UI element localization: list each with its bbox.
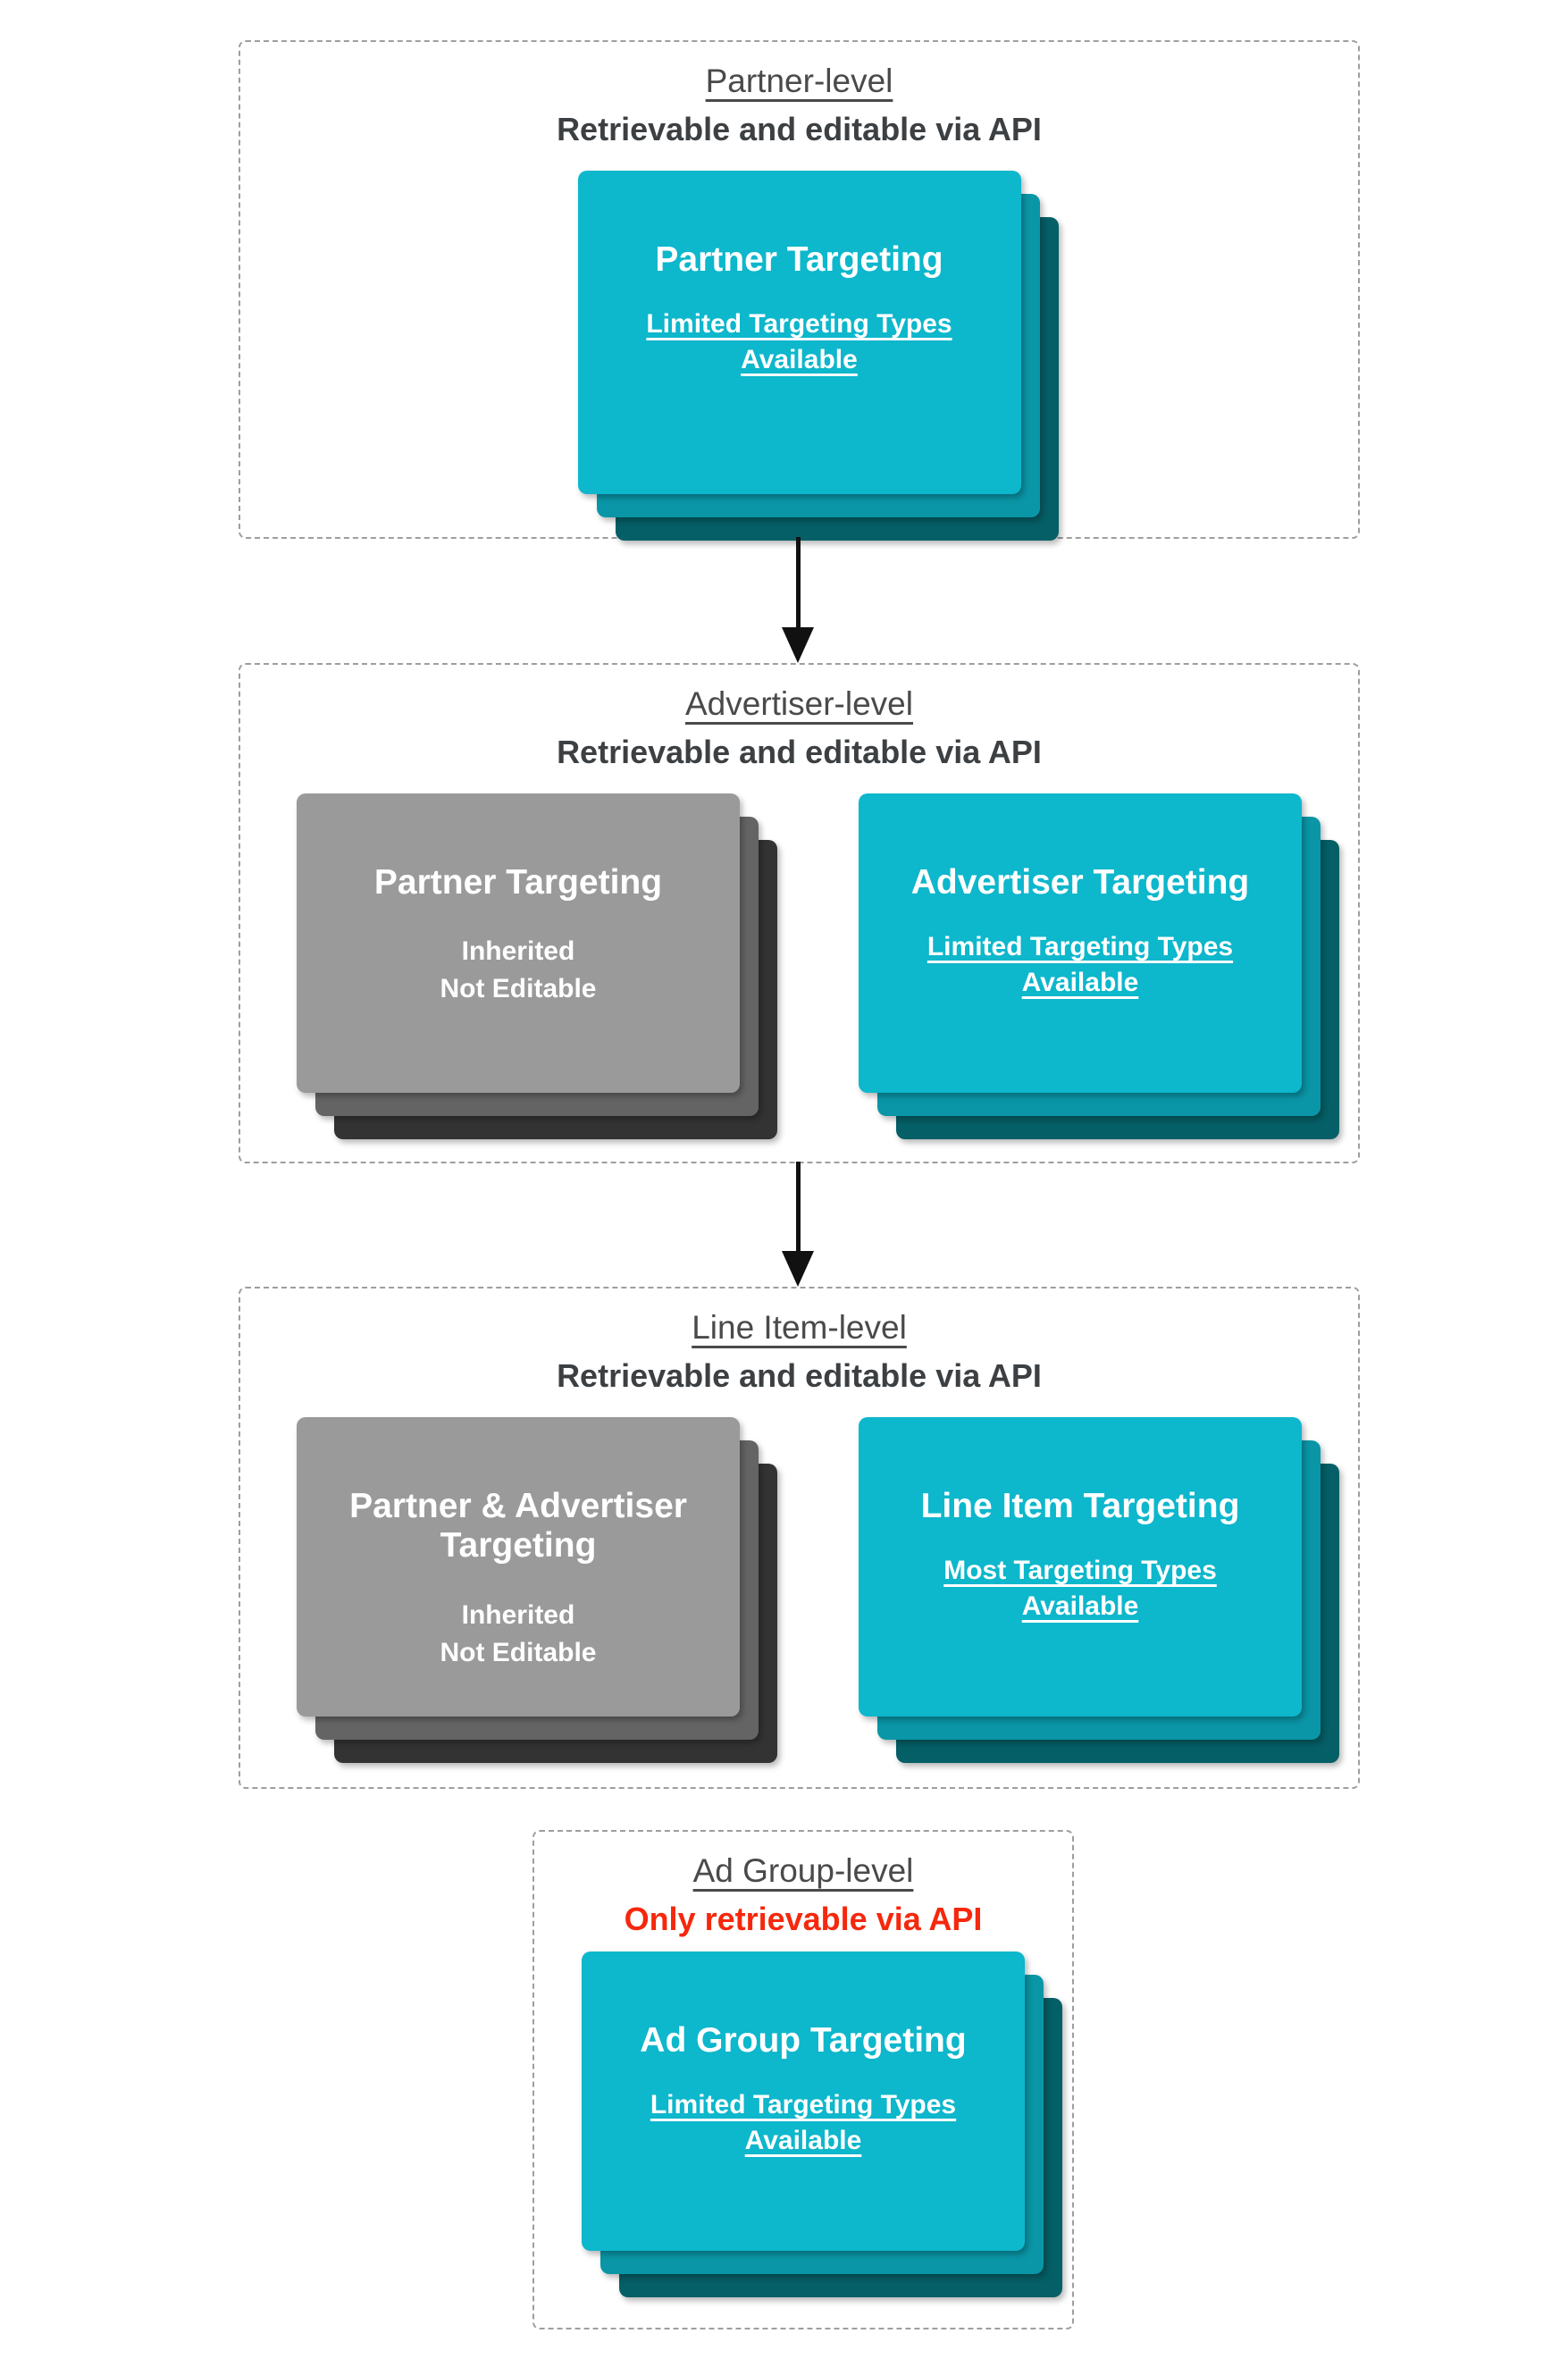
- section-title: Ad Group-level: [692, 1852, 914, 1889]
- card-title: Partner Targeting: [655, 239, 943, 279]
- card-subtext-line: Available: [1021, 1591, 1139, 1622]
- inherited-partner-targeting-card: Partner Targeting Inherited Not Editable: [297, 793, 777, 1139]
- card-subtext-line: Limited Targeting Types: [650, 2090, 957, 2120]
- section-subtitle: Only retrievable via API: [624, 1901, 983, 1938]
- cards-row: Partner Targeting Limited Targeting Type…: [240, 170, 1358, 541]
- card-subtext: Most Targeting Types Available: [943, 1553, 1217, 1624]
- ad-group-targeting-card: Ad Group Targeting Limited Targeting Typ…: [582, 1951, 1062, 2297]
- ad-group-level-section: Ad Group-level Only retrievable via API …: [532, 1830, 1074, 2329]
- down-arrow-icon: [782, 537, 814, 663]
- arrow-line: [795, 1162, 801, 1251]
- down-arrow-icon: [782, 1162, 814, 1287]
- card-subtext-line: Not Editable: [440, 1638, 597, 1668]
- card-title: Ad Group Targeting: [640, 2020, 967, 2060]
- card-front: Ad Group Targeting Limited Targeting Typ…: [582, 1951, 1025, 2251]
- section-subtitle: Retrievable and editable via API: [557, 734, 1042, 771]
- section-title: Advertiser-level: [685, 685, 913, 722]
- card-subtext-line: Limited Targeting Types: [927, 932, 1234, 962]
- cards-row: Ad Group Targeting Limited Targeting Typ…: [534, 1951, 1072, 2297]
- card-title: Line Item Targeting: [920, 1486, 1240, 1525]
- line-item-targeting-card: Line Item Targeting Most Targeting Types…: [859, 1416, 1339, 1763]
- card-subtext: Limited Targeting Types Available: [646, 306, 952, 378]
- cards-row: Partner & Advertiser Targeting Inherited…: [240, 1416, 1358, 1763]
- section-title: Line Item-level: [692, 1309, 907, 1346]
- partner-targeting-card: Partner Targeting Limited Targeting Type…: [577, 170, 1059, 541]
- arrow-head: [782, 1251, 814, 1287]
- card-subtext-line: Limited Targeting Types: [646, 309, 952, 340]
- card-front: Advertiser Targeting Limited Targeting T…: [859, 793, 1302, 1093]
- card-front: Partner Targeting Limited Targeting Type…: [577, 170, 1021, 494]
- card-subtext-line: Not Editable: [440, 974, 597, 1004]
- section-title: Partner-level: [705, 63, 893, 99]
- card-subtext-line: Available: [1021, 968, 1139, 998]
- inherited-partner-advertiser-targeting-card: Partner & Advertiser Targeting Inherited…: [297, 1416, 777, 1763]
- card-front: Line Item Targeting Most Targeting Types…: [859, 1416, 1302, 1716]
- card-front: Partner Targeting Inherited Not Editable: [297, 793, 740, 1093]
- card-subtext-line: Most Targeting Types: [943, 1556, 1217, 1586]
- arrow-head: [782, 627, 814, 663]
- card-subtext-line: Inherited: [461, 1600, 575, 1631]
- card-subtext: Inherited Not Editable: [440, 1597, 596, 1672]
- card-subtext: Inherited Not Editable: [440, 933, 596, 1008]
- partner-level-section: Partner-level Retrievable and editable v…: [239, 40, 1360, 541]
- advertiser-targeting-card: Advertiser Targeting Limited Targeting T…: [859, 793, 1339, 1139]
- card-subtext-line: Available: [744, 2126, 862, 2156]
- card-front: Partner & Advertiser Targeting Inherited…: [297, 1416, 740, 1716]
- cards-row: Partner Targeting Inherited Not Editable…: [240, 793, 1358, 1139]
- card-title: Partner & Advertiser Targeting: [349, 1486, 687, 1565]
- section-subtitle: Retrievable and editable via API: [557, 1357, 1042, 1395]
- card-subtext: Limited Targeting Types Available: [927, 929, 1233, 1001]
- card-subtext-line: Available: [741, 345, 858, 375]
- arrow-line: [795, 537, 801, 627]
- partner-level-header: Partner-level Retrievable and editable v…: [240, 42, 1358, 149]
- line-item-level-section: Line Item-level Retrievable and editable…: [239, 1287, 1360, 1789]
- advertiser-level-header: Advertiser-level Retrievable and editabl…: [240, 665, 1358, 772]
- card-title: Advertiser Targeting: [910, 862, 1250, 902]
- advertiser-level-section: Advertiser-level Retrievable and editabl…: [239, 663, 1360, 1163]
- card-subtext: Limited Targeting Types Available: [650, 2087, 956, 2159]
- card-subtext-line: Inherited: [461, 936, 575, 967]
- section-subtitle: Retrievable and editable via API: [557, 111, 1042, 148]
- ad-group-level-header: Ad Group-level Only retrievable via API: [534, 1832, 1072, 1939]
- line-item-level-header: Line Item-level Retrievable and editable…: [240, 1288, 1358, 1396]
- card-title: Partner Targeting: [373, 862, 663, 902]
